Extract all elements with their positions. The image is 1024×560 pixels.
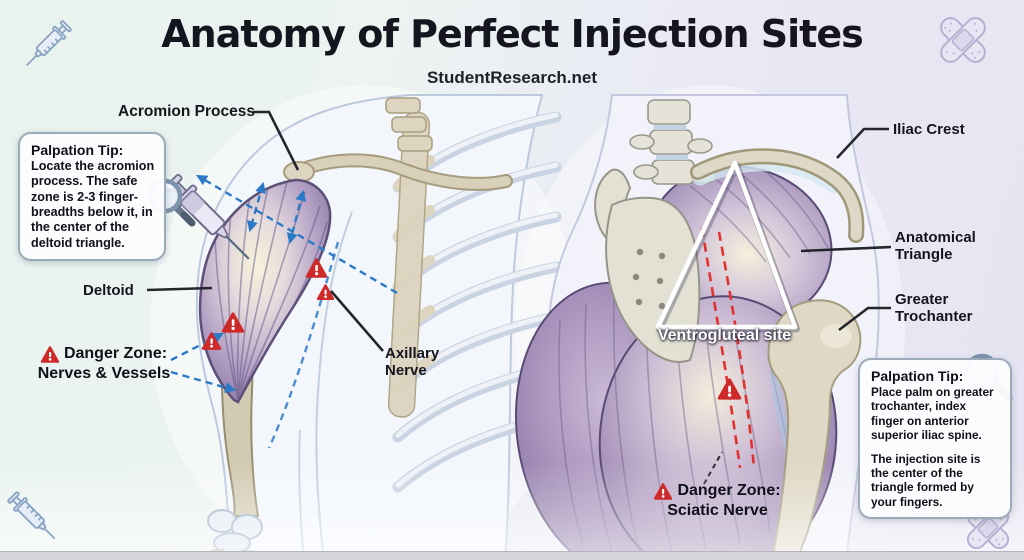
tip-box-body: Locate the acromion process. The safe zo… xyxy=(31,159,155,250)
warning-triangle-icon xyxy=(654,482,673,500)
axillary-line2: Nerve xyxy=(385,362,427,380)
sciatic-danger-zone-label: Danger Zone: Sciatic Nerve xyxy=(630,481,805,522)
clavicle-acromion-bone xyxy=(283,153,513,191)
danger-title: Danger Zone: xyxy=(677,482,781,499)
trochanter-line1: Greater xyxy=(895,291,949,308)
ribcage xyxy=(387,111,562,493)
anatomical-triangle-overlay xyxy=(655,160,800,333)
axillary-nerve-label: Axillary Nerve xyxy=(385,345,439,380)
ventrogluteal-palpation-tip-box: Palpation Tip: Place palm on greater tro… xyxy=(858,358,1012,520)
trochanter-line2: Trochanter xyxy=(895,308,973,326)
bottom-fade xyxy=(0,462,1024,552)
greater-trochanter-label: Greater Trochanter xyxy=(895,291,973,326)
page-title: Anatomy of Perfect Injection Sites xyxy=(161,12,863,56)
iliac-crest-label: Iliac Crest xyxy=(893,121,965,138)
anatomical-line1: Anatomical xyxy=(895,229,976,246)
axillary-line1: Axillary xyxy=(385,345,440,362)
deltoid-label: Deltoid xyxy=(83,282,134,299)
spine-and-pelvis-bones xyxy=(594,99,865,363)
page-subtitle: StudentResearch.net xyxy=(426,68,598,87)
acromion-process-label: Acromion Process xyxy=(118,103,255,120)
anatomical-line2: Triangle xyxy=(895,246,953,264)
deltoid-danger-zone-label: Danger Zone: Nerves & Vessels xyxy=(20,344,188,385)
bottom-bar xyxy=(0,551,1024,560)
cervical-vertebrae xyxy=(385,97,433,152)
leader-lines xyxy=(146,110,892,352)
anatomical-triangle-label: Anatomical Triangle xyxy=(895,229,976,264)
tip-box-paragraph2: The injection site is the center of the … xyxy=(871,451,981,509)
sciatic-nerve-path xyxy=(700,227,756,469)
safe-zone-guides xyxy=(170,174,398,449)
tip-box-title: Palpation Tip: xyxy=(871,368,964,384)
danger-subtitle: Nerves & Vessels xyxy=(37,365,171,383)
danger-title: Danger Zone: xyxy=(63,345,168,362)
deltoid-palpation-tip-box: Palpation Tip: Locate the acromion proce… xyxy=(18,132,166,262)
ventrogluteal-site-label: Ventrogluteal site xyxy=(657,327,792,344)
danger-subtitle: Sciatic Nerve xyxy=(667,502,768,520)
warning-triangle-icon xyxy=(40,345,59,363)
tip-box-title: Palpation Tip: xyxy=(31,142,124,158)
tip-box-paragraph1: Place palm on greater trochanter, index … xyxy=(871,385,994,443)
